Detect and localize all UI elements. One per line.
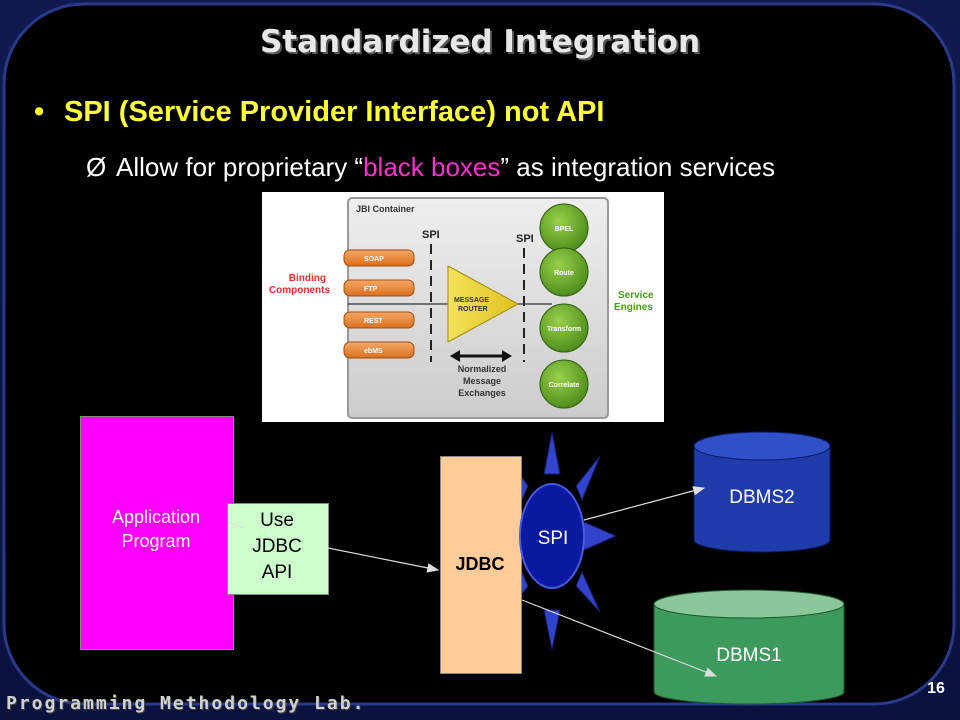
app-label-line2: Program xyxy=(121,531,191,551)
binding-pill-ebms xyxy=(343,341,415,359)
dbms2-cylinder xyxy=(693,431,831,553)
application-program-box xyxy=(80,416,234,650)
burst-ray-s xyxy=(543,609,561,651)
jbi-diagram: JBI Container SPI SPI Binding Components… xyxy=(269,197,654,419)
dbms1-label: DBMS1 xyxy=(716,645,782,666)
normalized-arrow-icon xyxy=(450,350,512,362)
message-router-icon xyxy=(447,265,520,343)
binding-pill-label: ebMS xyxy=(364,348,383,355)
use-label-line2: JDBC xyxy=(252,536,302,557)
spi-label: SPI xyxy=(537,528,569,549)
jbi-figure: JBI Container SPI SPI Binding Components… xyxy=(262,192,664,422)
binding-label-2: Components xyxy=(269,285,331,296)
bullet-text: SPI (Service Provider Interface) not API xyxy=(64,96,605,128)
engine-route xyxy=(539,247,589,297)
page-number: 16 xyxy=(927,680,945,697)
jbi-spi-left: SPI xyxy=(422,229,440,241)
service-label-2: Engines xyxy=(614,302,653,313)
jbi-container-label: JBI Container xyxy=(356,204,415,214)
binding-label-1: Binding xyxy=(289,273,326,284)
binding-components: SOAP FTP REST ebMS xyxy=(343,249,415,359)
burst-ray-ne xyxy=(575,455,601,502)
burst-ray-se xyxy=(575,570,601,613)
sub-text-highlight: black boxes xyxy=(363,152,501,182)
engine-label: Route xyxy=(554,270,574,277)
binding-pill-rest xyxy=(343,311,415,329)
bullet-item: • SPI (Service Provider Interface) not AP… xyxy=(34,96,604,129)
jdbc-to-dbms1-arrow xyxy=(521,599,718,677)
service-label-1: Service xyxy=(618,290,654,301)
spi-to-dbms2-arrow xyxy=(583,486,706,521)
binding-pill-soap xyxy=(343,249,415,267)
engine-label: BPEL xyxy=(555,226,574,233)
normalized-label-2: Message xyxy=(463,376,501,386)
dbms1-cylinder xyxy=(653,589,845,705)
sub-text-pre: Allow for proprietary “ xyxy=(116,152,364,182)
engine-transform xyxy=(539,303,589,353)
binding-pill-ftp xyxy=(343,279,415,297)
engine-correlate xyxy=(539,359,589,409)
sub-text-post: ” as integration services xyxy=(500,152,775,182)
normalized-label-1: Normalized xyxy=(458,364,507,374)
slide-title: Standardized Integration xyxy=(259,24,701,60)
arrow-bullet-icon: Ø xyxy=(86,152,107,182)
router-label-2: ROUTER xyxy=(458,306,488,313)
jdbc-label: JDBC xyxy=(455,554,505,574)
binding-pill-label: SOAP xyxy=(364,256,384,263)
spi-oval xyxy=(519,483,585,589)
binding-pill-label: FTP xyxy=(364,286,378,293)
burst-ray-n xyxy=(543,431,561,475)
footer-lab-name: Programming Methodology Lab. xyxy=(6,693,366,714)
app-label-line1: Application xyxy=(111,507,201,527)
router-label-1: MESSAGE xyxy=(454,297,489,304)
normalized-label-3: Exchanges xyxy=(458,388,506,398)
bullet-dot: • xyxy=(34,96,45,128)
dbms2-label: DBMS2 xyxy=(729,487,795,508)
api-to-jdbc-arrow xyxy=(327,547,440,573)
sub-bullet: Ø Allow for proprietary “black boxes” as … xyxy=(86,152,775,183)
use-jdbc-api-box xyxy=(227,503,329,595)
jbi-spi-right: SPI xyxy=(516,233,534,245)
jdbc-box xyxy=(440,456,522,674)
app-to-api-line xyxy=(227,521,245,529)
engine-label: Transform xyxy=(547,326,581,333)
application-program-label: Application Program xyxy=(80,505,232,553)
use-jdbc-api-label: Use JDBC API xyxy=(227,508,327,586)
use-label-line3: API xyxy=(261,562,293,583)
engine-label: Correlate xyxy=(549,382,580,389)
use-label-line1: Use xyxy=(260,510,294,531)
binding-pill-label: REST xyxy=(364,318,383,325)
